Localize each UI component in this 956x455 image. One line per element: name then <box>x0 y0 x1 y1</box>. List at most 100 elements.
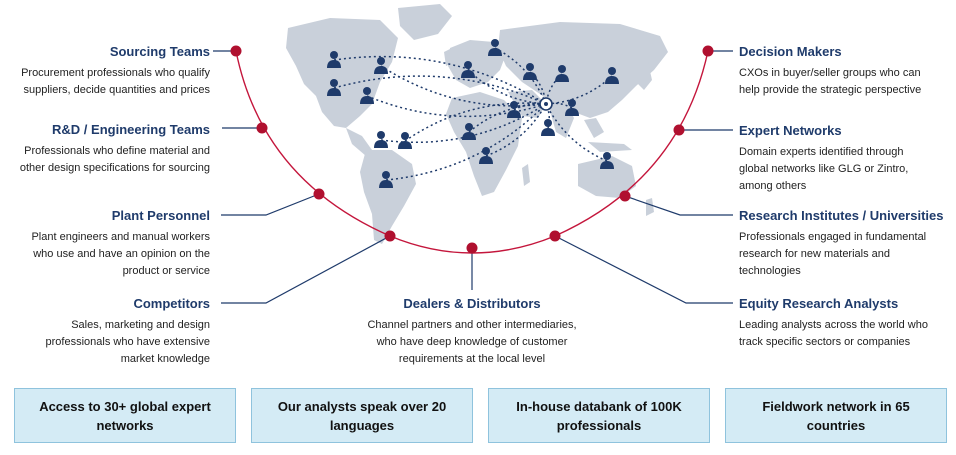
desc-line: product or service <box>122 265 210 277</box>
feature-box-expert-networks: Access to 30+ global expert networks <box>14 388 236 443</box>
node-dot-icon <box>256 122 268 134</box>
connection-line <box>366 95 547 118</box>
node-dot-icon <box>702 45 714 57</box>
desc-line: Plant engineers and manual workers <box>31 231 210 243</box>
arc-dots <box>230 45 714 254</box>
node-dot-icon <box>313 188 325 200</box>
connection-line <box>545 103 608 162</box>
feature-box-databank: In-house databank of 100K professionals <box>488 388 710 443</box>
desc-line: market knowledge <box>120 353 210 365</box>
node-decision-makers: Decision Makers CXOs in buyer/seller gro… <box>739 44 921 99</box>
desc-line: among others <box>739 180 807 192</box>
node-title: Competitors <box>133 296 210 311</box>
person-icon <box>374 131 388 148</box>
node-competitors: Competitors Sales, marketing and design … <box>46 296 210 368</box>
node-description: Professionals engaged in fundamental res… <box>739 229 943 280</box>
node-dot-icon <box>549 230 561 242</box>
connection-line <box>333 55 547 105</box>
connection-line <box>404 102 547 142</box>
node-expert-networks: Expert Networks Domain experts identifie… <box>739 123 908 195</box>
node-title: Research Institutes / Universities <box>739 208 944 223</box>
node-description: Plant engineers and manual workers who u… <box>31 229 210 280</box>
desc-line: CXOs in buyer/seller groups who can <box>739 67 921 79</box>
desc-line: who use and have an opinion on the <box>33 248 210 260</box>
node-title: Sourcing Teams <box>109 44 210 59</box>
node-description: Professionals who define material and ot… <box>20 143 210 177</box>
node-research-institutes: Research Institutes / Universities Profe… <box>739 208 943 280</box>
person-icon <box>327 51 341 68</box>
desc-line: suppliers, decide quantities and prices <box>23 84 210 96</box>
node-description: Sales, marketing and design professional… <box>46 317 210 368</box>
person-icon <box>605 67 619 84</box>
box-line: Access to 30+ global expert <box>39 398 211 414</box>
person-icon <box>327 79 341 96</box>
connection-line <box>468 103 547 133</box>
person-icon <box>507 101 521 118</box>
desc-line: global networks like GLG or Zintro, <box>739 163 909 175</box>
leader-lines <box>213 50 733 304</box>
person-icon <box>398 132 412 149</box>
node-description: Procurement professionals who qualify su… <box>21 65 210 99</box>
node-title: Equity Research Analysts <box>739 296 899 311</box>
node-description: Leading analysts across the world who tr… <box>739 317 928 351</box>
desc-line: track specific sectors or companies <box>739 336 911 348</box>
person-icon <box>523 63 537 80</box>
node-rnd-engineering: R&D / Engineering Teams Professionals wh… <box>20 122 210 177</box>
person-icon <box>379 171 393 188</box>
desc-line: who have deep knowledge of customer <box>376 336 568 348</box>
person-icon <box>541 119 555 136</box>
world-map <box>286 4 668 244</box>
desc-line: Professionals engaged in fundamental <box>739 231 927 243</box>
desc-line: help provide the strategic perspective <box>739 84 922 96</box>
node-title: Plant Personnel <box>111 208 210 223</box>
desc-line: other design specifications for sourcing <box>19 162 210 174</box>
node-dealers-distributors: Dealers & Distributors Channel partners … <box>337 296 607 368</box>
desc-line: Channel partners and other intermediarie… <box>367 319 577 331</box>
person-icon <box>555 65 569 82</box>
desc-line: Professionals who define material and <box>24 145 210 157</box>
person-icon <box>488 39 502 56</box>
desc-line: professionals who have extensive <box>45 336 210 348</box>
person-icon <box>462 123 476 140</box>
desc-line: Sales, marketing and design <box>71 319 210 331</box>
desc-line: Leading analysts across the world who <box>739 319 928 331</box>
desc-line: technologies <box>739 265 801 277</box>
node-description: CXOs in buyer/seller groups who can help… <box>739 65 921 99</box>
box-line: Fieldwork network in 65 <box>762 398 910 414</box>
box-line: countries <box>806 417 866 433</box>
person-icon <box>374 57 388 74</box>
person-icon <box>600 152 614 169</box>
node-dot-icon <box>384 230 396 242</box>
person-icon <box>461 61 475 78</box>
node-title: Decision Makers <box>739 44 842 59</box>
desc-line: research for new materials and <box>739 248 891 260</box>
box-line: networks <box>96 417 154 433</box>
box-line: languages <box>329 417 395 433</box>
person-icon <box>565 99 579 116</box>
person-icon <box>360 87 374 104</box>
person-icon <box>479 147 493 164</box>
node-dot-icon <box>230 45 242 57</box>
node-dot-icon <box>466 242 478 254</box>
box-line: Our analysts speak over 20 <box>277 398 447 414</box>
node-sourcing-teams: Sourcing Teams Procurement professionals… <box>21 44 210 99</box>
desc-line: requirements at the local level <box>398 353 546 365</box>
node-dot-icon <box>673 124 685 136</box>
feature-box-fieldwork: Fieldwork network in 65 countries <box>725 388 947 443</box>
node-description: Channel partners and other intermediarie… <box>337 317 607 368</box>
box-line: In-house databank of 100K <box>516 398 682 414</box>
node-plant-personnel: Plant Personnel Plant engineers and manu… <box>31 208 210 280</box>
hub-circle-icon <box>539 97 553 111</box>
desc-line: Domain experts identified through <box>739 146 904 158</box>
connection-line <box>485 103 547 157</box>
connection-line <box>385 103 547 181</box>
node-description: Domain experts identified through global… <box>739 144 908 195</box>
node-title: Expert Networks <box>739 123 842 138</box>
box-line: professionals <box>556 417 642 433</box>
node-equity-research: Equity Research Analysts Leading analyst… <box>739 296 928 351</box>
people-icons <box>327 39 619 188</box>
node-dot-icon <box>619 190 631 202</box>
feature-box-languages: Our analysts speak over 20 languages <box>251 388 473 443</box>
